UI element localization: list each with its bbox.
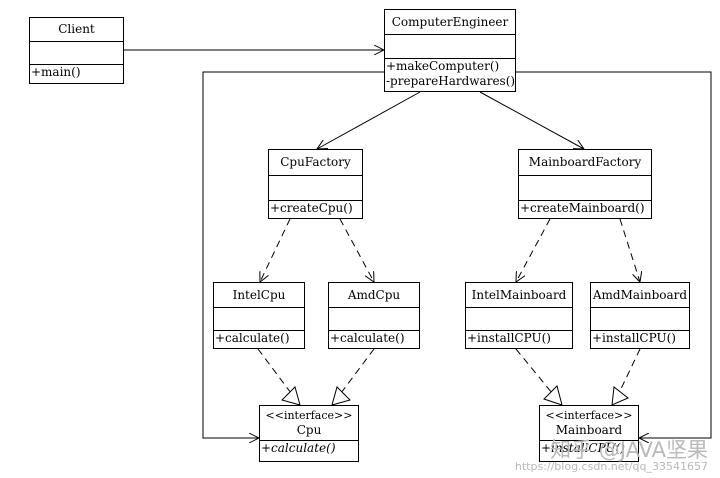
- class-operations: +createMainboard(): [519, 201, 651, 216]
- realization-amdcpu-cpu: [340, 348, 375, 394]
- class-name: ComputerEngineer: [385, 10, 515, 35]
- operation: +calculate(): [330, 331, 405, 345]
- class-name: Mainboard: [555, 423, 623, 437]
- realization-head-amdcpu: [331, 386, 351, 406]
- class-name: AmdCpu: [329, 283, 419, 308]
- dependency-mainboardfactory-intelmainboard: [516, 218, 551, 282]
- watermark: 知乎 @JAVA坚果 https://blog.csdn.net/qq_3354…: [450, 438, 712, 474]
- class-attributes: [385, 35, 515, 59]
- dependency-cpufactory-amdcpu: [339, 218, 374, 282]
- interface-mainboard[interactable]: <<interface>> Mainboard +installCPU(): [539, 405, 639, 462]
- class-name: AmdMainboard: [591, 283, 689, 308]
- operation: +createCpu(): [270, 201, 353, 215]
- operation: +installCPU(): [467, 331, 551, 345]
- dependency-mainboardfactory-amdmainboard: [619, 218, 640, 282]
- class-operations: +main(): [30, 65, 123, 80]
- class-name: Client: [30, 18, 123, 42]
- association-engineer-mainboard: [516, 71, 712, 438]
- class-name: IntelCpu: [214, 283, 304, 308]
- class-intel-cpu[interactable]: IntelCpu +calculate(): [213, 282, 305, 349]
- class-operations: +calculate(): [214, 331, 304, 346]
- class-attributes: [30, 42, 123, 65]
- class-operations: +installCPU(): [591, 331, 689, 346]
- dependency-cpufactory-intelcpu: [260, 218, 291, 282]
- class-computer-engineer[interactable]: ComputerEngineer +makeComputer() -prepar…: [384, 9, 516, 92]
- watermark-title: 知乎 @JAVA坚果: [550, 438, 708, 462]
- watermark-url: https://blog.csdn.net/qq_33541657: [514, 460, 708, 473]
- class-amd-mainboard[interactable]: AmdMainboard +installCPU(): [590, 282, 690, 349]
- class-name: CpuFactory: [269, 150, 362, 176]
- realization-head-amdmainboard: [611, 386, 629, 406]
- class-name: IntelMainboard: [466, 283, 572, 308]
- association-engineer-cpu: [202, 71, 384, 438]
- class-attributes: [214, 308, 304, 331]
- class-operations: +calculate(): [329, 331, 419, 346]
- operation: +main(): [31, 65, 81, 79]
- class-attributes: [519, 176, 651, 201]
- class-attributes: [591, 308, 689, 331]
- realization-intelmainboard-mainboard: [515, 348, 553, 394]
- operation: +makeComputer(): [386, 59, 500, 73]
- class-name-block: <<interface>> Cpu: [260, 406, 358, 441]
- class-operations: +calculate(): [260, 441, 358, 456]
- class-name: Cpu: [296, 423, 322, 437]
- class-operations: +installCPU(): [466, 331, 572, 346]
- class-attributes: [466, 308, 572, 331]
- class-cpu-factory[interactable]: CpuFactory +createCpu(): [268, 149, 363, 219]
- operation: +installCPU(): [592, 331, 676, 345]
- operation: +calculate(): [215, 331, 290, 345]
- stereotype-label: <<interface>>: [265, 409, 353, 422]
- class-amd-cpu[interactable]: AmdCpu +calculate(): [328, 282, 420, 349]
- operation: +installCPU(): [541, 441, 625, 455]
- operation: +calculate(): [261, 441, 336, 455]
- class-operations: +installCPU(): [540, 441, 638, 456]
- class-mainboard-factory[interactable]: MainboardFactory +createMainboard(): [518, 149, 652, 219]
- realization-head-intelmainboard: [543, 385, 563, 406]
- realization-amdmainboard-mainboard: [618, 348, 641, 394]
- class-operations: +makeComputer() -prepareHardwares(): [385, 59, 515, 89]
- class-attributes: [329, 308, 419, 331]
- realization-intelcpu-cpu: [257, 348, 292, 394]
- class-name: MainboardFactory: [519, 150, 651, 176]
- class-operations: +createCpu(): [269, 201, 362, 216]
- operation: +createMainboard(): [520, 201, 645, 215]
- realization-head-intelcpu: [281, 386, 301, 406]
- interface-cpu[interactable]: <<interface>> Cpu +calculate(): [259, 405, 359, 462]
- association-engineer-cpufactory: [317, 91, 421, 149]
- class-intel-mainboard[interactable]: IntelMainboard +installCPU(): [465, 282, 573, 349]
- operation: -prepareHardwares(): [386, 74, 515, 88]
- class-name-block: <<interface>> Mainboard: [540, 406, 638, 441]
- stereotype-label: <<interface>>: [545, 409, 633, 422]
- class-attributes: [269, 176, 362, 201]
- association-engineer-mainboardfactory: [479, 91, 584, 149]
- class-client[interactable]: Client +main(): [29, 17, 124, 84]
